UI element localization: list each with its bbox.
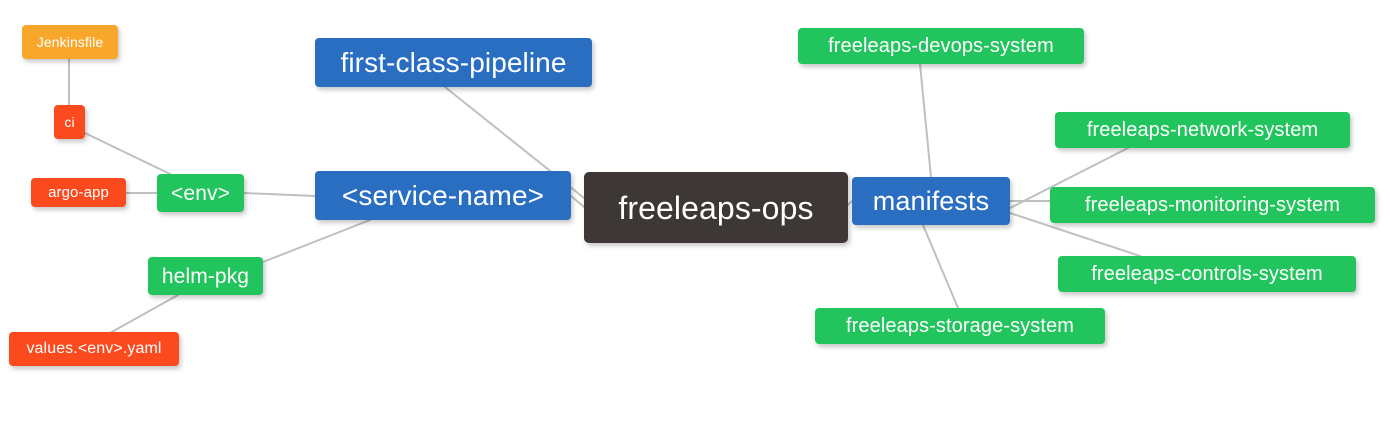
node-helm-pkg[interactable]: helm-pkg <box>148 257 263 295</box>
node-controls-system[interactable]: freeleaps-controls-system <box>1058 256 1356 292</box>
edge-freeleaps-ops-to-service-name <box>570 195 585 208</box>
edge-service-name-to-env <box>243 192 316 197</box>
node-network-system[interactable]: freeleaps-network-system <box>1055 112 1350 148</box>
node-devops-system[interactable]: freeleaps-devops-system <box>798 28 1084 64</box>
node-storage-system[interactable]: freeleaps-storage-system <box>815 308 1105 344</box>
node-ci[interactable]: ci <box>54 105 85 139</box>
node-monitoring-system[interactable]: freeleaps-monitoring-system <box>1050 187 1375 223</box>
node-argo-app[interactable]: argo-app <box>31 178 126 207</box>
node-first-class-pipeline[interactable]: first-class-pipeline <box>315 38 592 87</box>
node-env[interactable]: <env> <box>157 174 244 212</box>
edge-service-name-to-helm-pkg <box>262 219 371 263</box>
node-values-env-yaml[interactable]: values.<env>.yaml <box>9 332 179 366</box>
edge-manifests-to-storage-system <box>922 224 959 309</box>
node-jenkinsfile[interactable]: Jenkinsfile <box>22 25 118 59</box>
node-manifests[interactable]: manifests <box>852 177 1010 225</box>
edge-manifests-to-devops-system <box>919 63 932 178</box>
node-service-name[interactable]: <service-name> <box>315 171 571 220</box>
edge-env-to-ci <box>84 132 171 175</box>
edge-helm-pkg-to-values-env-yaml <box>109 294 179 334</box>
node-freeleaps-ops[interactable]: freeleaps-ops <box>584 172 848 243</box>
